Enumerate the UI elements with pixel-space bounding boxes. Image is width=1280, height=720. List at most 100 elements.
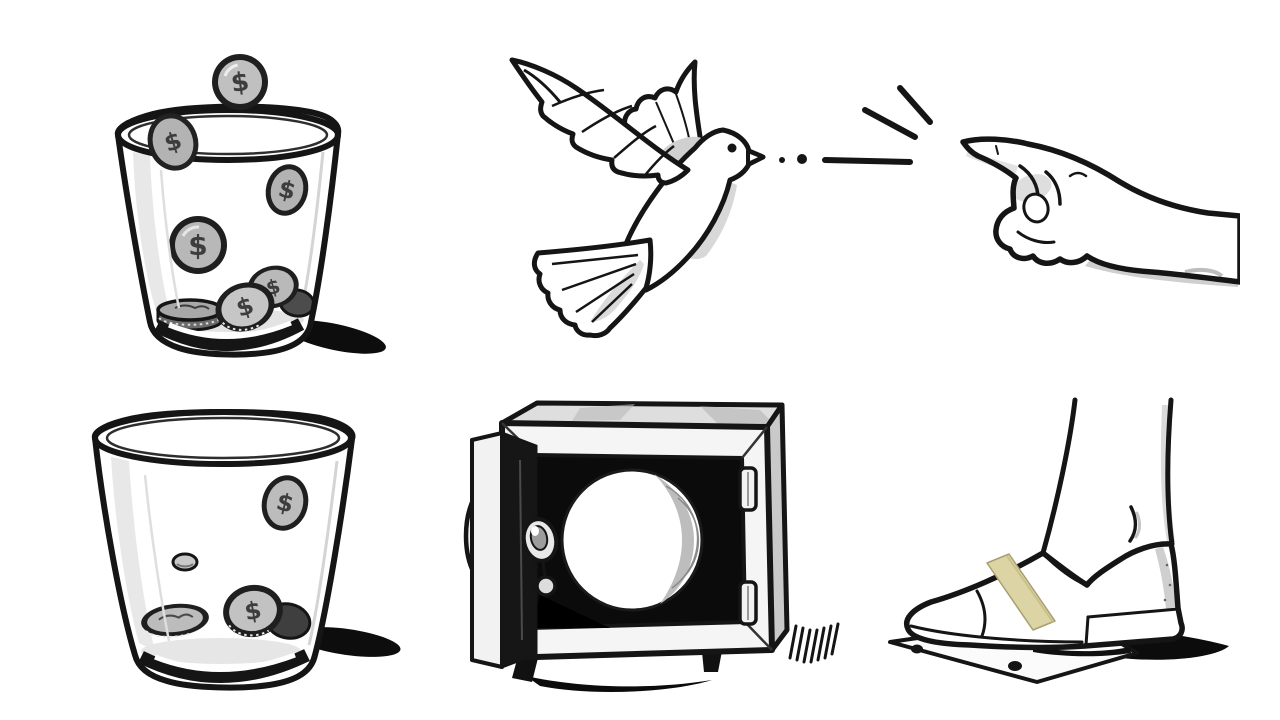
stack-reeding bbox=[158, 317, 222, 326]
feather-line bbox=[551, 88, 605, 108]
leg bbox=[1043, 400, 1172, 585]
tail-feather-lines bbox=[551, 253, 639, 323]
heel-front-line bbox=[1084, 615, 1090, 647]
gold-strap bbox=[986, 553, 1056, 631]
glass-outline bbox=[118, 107, 338, 355]
sweep-shadow bbox=[526, 676, 712, 692]
door-edge-streak bbox=[519, 459, 523, 641]
streak bbox=[572, 404, 635, 421]
hinge-bottom bbox=[738, 580, 758, 626]
shade-left bbox=[111, 457, 155, 651]
lock-highlight bbox=[531, 526, 539, 536]
strap-band bbox=[986, 553, 1056, 631]
toe-cap-seam bbox=[975, 589, 987, 638]
feather-line bbox=[561, 262, 637, 292]
near-wing-feather-lines bbox=[523, 68, 675, 175]
panel-dove bbox=[490, 50, 800, 340]
glass-outline bbox=[95, 409, 353, 688]
heel-speckles bbox=[1163, 563, 1172, 602]
tumbler-filling-illustration: $ $ $ bbox=[95, 54, 386, 370]
floor-shadow-hatching bbox=[788, 622, 840, 664]
safe-leg-right bbox=[702, 651, 722, 672]
panel-tumbler-filling: $ $ $ bbox=[95, 40, 395, 370]
arch-shadow bbox=[1033, 647, 1131, 657]
heel-top-line bbox=[1086, 607, 1180, 619]
coin-pile-front: $ bbox=[215, 282, 275, 332]
base-highlight bbox=[168, 320, 292, 339]
open-safe-illustration bbox=[463, 400, 840, 692]
base-band bbox=[138, 649, 310, 683]
coin-face bbox=[175, 222, 221, 268]
hatch-line bbox=[795, 626, 805, 662]
dot-large bbox=[797, 154, 807, 164]
feather-line bbox=[523, 68, 562, 103]
shade-left bbox=[133, 152, 171, 318]
coin-face bbox=[270, 169, 304, 211]
thumb-crease-line bbox=[1016, 230, 1056, 244]
key-fob bbox=[535, 575, 557, 597]
panel-tumbler-few: $ $ bbox=[75, 405, 405, 705]
plate-rivet bbox=[1008, 661, 1022, 671]
coin-dollar-symbol: $ bbox=[188, 229, 207, 262]
leg-lines bbox=[1040, 397, 1175, 556]
strap-inner-edge bbox=[1006, 555, 1054, 623]
top-face-streaks bbox=[572, 404, 778, 428]
interior-floor-shadow bbox=[532, 595, 610, 628]
safe-leg-left bbox=[512, 656, 538, 682]
door-front-strip bbox=[470, 431, 504, 669]
hinge-top bbox=[738, 466, 758, 512]
key-chain bbox=[541, 560, 547, 579]
heel-counter-shading bbox=[1155, 547, 1176, 609]
pointing-hand-illustration bbox=[779, 85, 1240, 287]
ankle-bone-line bbox=[1128, 505, 1138, 543]
emphasis-line-diagonal bbox=[897, 85, 933, 125]
coin-face bbox=[229, 590, 277, 632]
emphasis-lines bbox=[822, 85, 933, 165]
glass-streak bbox=[159, 169, 181, 309]
stack-marking bbox=[174, 304, 210, 310]
coin-highlight bbox=[181, 225, 200, 237]
coin-pile-left bbox=[141, 603, 209, 638]
feather-line bbox=[675, 93, 690, 139]
glass-inner-shading bbox=[111, 457, 339, 664]
tumbler-few-illustration: $ $ bbox=[75, 409, 401, 705]
far-wing-feather-lines bbox=[655, 93, 690, 145]
hatch-line bbox=[788, 624, 798, 660]
thumbnail bbox=[1022, 192, 1050, 224]
dove-beak bbox=[746, 149, 765, 166]
wrist-gray-swirl bbox=[1184, 267, 1224, 278]
shade-right-line bbox=[307, 460, 339, 646]
coin-face bbox=[152, 118, 194, 166]
lock-and-key bbox=[521, 517, 559, 597]
dove-illustration bbox=[509, 57, 800, 340]
hatch-line bbox=[830, 622, 840, 656]
leg-back-line bbox=[1165, 397, 1175, 547]
wrist-bottom-shade bbox=[1085, 260, 1238, 287]
leg-front-line bbox=[1040, 397, 1078, 556]
coin-center: $ bbox=[169, 216, 227, 274]
knuckle-bump-line bbox=[1068, 171, 1088, 178]
speckle bbox=[1165, 563, 1169, 567]
welt-line bbox=[909, 624, 1084, 644]
finger-joint-tick bbox=[995, 145, 999, 155]
bevel-line bbox=[744, 621, 773, 651]
coin-falling: $ bbox=[212, 54, 268, 110]
base-highlight bbox=[154, 652, 296, 672]
texture-arc bbox=[677, 497, 700, 581]
coin-pill-small bbox=[171, 552, 199, 572]
plate-rivet bbox=[911, 644, 923, 654]
coin-reeding bbox=[222, 321, 262, 331]
coin-face bbox=[147, 607, 203, 633]
base-band bbox=[153, 318, 305, 351]
coin-falling: $ bbox=[261, 475, 309, 531]
egg-shading bbox=[654, 474, 694, 604]
rim-inner bbox=[127, 114, 329, 156]
panel-loafer bbox=[885, 395, 1230, 705]
emphasis-line-horizontal bbox=[822, 157, 913, 165]
coin-mid-right: $ bbox=[265, 164, 309, 216]
feather-line bbox=[655, 101, 675, 145]
dove-eye bbox=[727, 143, 737, 153]
glass-streak bbox=[143, 474, 171, 642]
coin-highlight bbox=[223, 63, 238, 77]
